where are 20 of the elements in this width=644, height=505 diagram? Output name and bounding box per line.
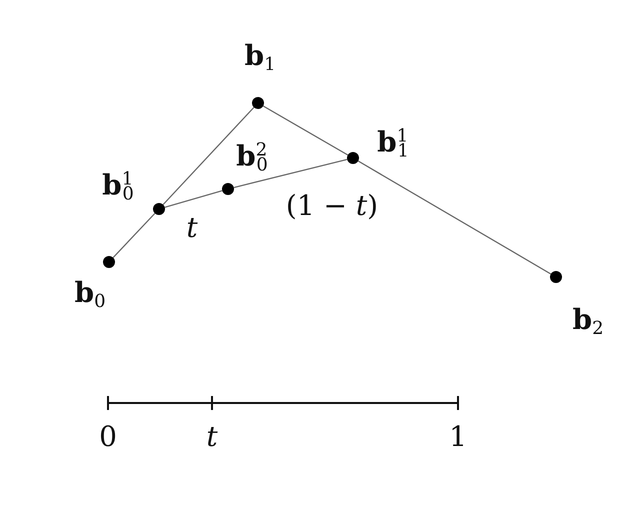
tick-label: 1 (449, 423, 467, 451)
tick-label: t (206, 423, 218, 451)
point-label: b$_{1}$ (244, 42, 276, 74)
control-point (347, 152, 359, 164)
control-point (153, 203, 165, 215)
line-segment (358, 160, 552, 274)
control-point (103, 256, 115, 268)
edge-label: (1 − t) (286, 192, 378, 220)
line-segment (164, 190, 222, 208)
line-segment (112, 212, 156, 258)
tick-label: 0 (99, 423, 117, 451)
control-point (550, 271, 562, 283)
line-segment (262, 105, 348, 156)
edge-label: t (186, 214, 198, 242)
point-label: b$_{0}$ (74, 278, 106, 312)
line-segment (162, 106, 254, 206)
control-point (222, 183, 234, 195)
point-label: b$_{2}$ (572, 306, 604, 338)
control-point (252, 97, 264, 109)
line-segment (234, 158, 348, 188)
